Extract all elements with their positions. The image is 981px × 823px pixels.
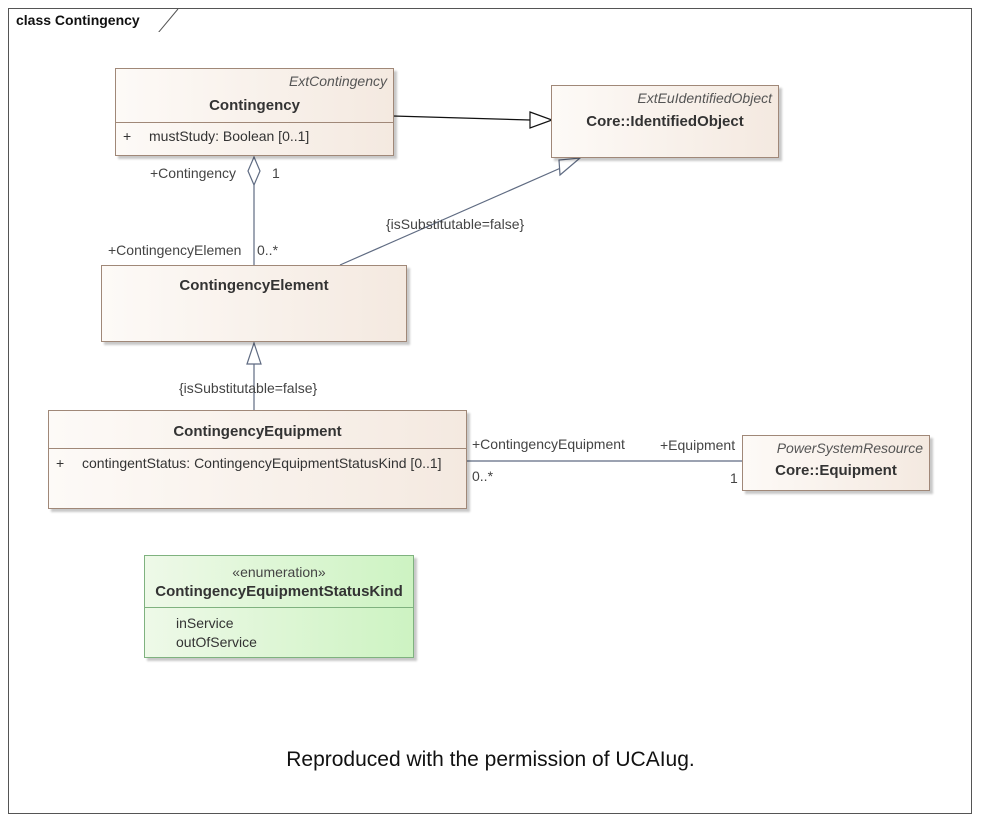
status-kind-literal: outOfService	[176, 634, 257, 650]
enum-contingency-equipment-status-kind[interactable]: «enumeration» ContingencyEquipmentStatus…	[144, 555, 414, 658]
contingency-attribute-visibility: +	[123, 128, 132, 144]
frame-tab	[158, 8, 179, 32]
identified-object-stereotype: ExtEuIdentifiedObject	[637, 90, 772, 106]
status-kind-class-name: ContingencyEquipmentStatusKind	[155, 583, 403, 600]
contingency-equipment-attribute: + contingentStatus: ContingencyEquipmentS…	[56, 455, 442, 471]
status-kind-literal: inService	[176, 615, 234, 631]
equipment-association-end-b-role: +Equipment	[660, 437, 736, 453]
generalization-element-arrowhead	[558, 157, 582, 177]
element-generalization-constraint: {isSubstitutable=false}	[386, 216, 525, 232]
equipment-association-end-a-role: +ContingencyEquipment	[472, 436, 625, 452]
status-kind-divider	[145, 607, 413, 608]
equipment-class-name: Core::Equipment	[775, 462, 897, 479]
class-equipment[interactable]: PowerSystemResource Core::Equipment	[742, 435, 930, 491]
generalization-element-line	[339, 166, 564, 266]
contingency-equipment-attribute-text: contingentStatus: ContingencyEquipmentSt…	[82, 455, 442, 471]
contingency-element-class-name: ContingencyElement	[179, 277, 329, 294]
identified-object-class-name: Core::IdentifiedObject	[586, 113, 744, 130]
contingency-divider	[116, 122, 393, 123]
equipment-association-end-a-multiplicity: 0..*	[472, 468, 494, 484]
contingency-equipment-attribute-visibility: +	[56, 455, 65, 471]
class-contingency[interactable]: ExtContingency Contingency + mustStudy: B…	[115, 68, 394, 156]
contingency-class-name: Contingency	[209, 97, 300, 114]
aggregation-end-b-multiplicity: 0..*	[257, 242, 279, 258]
contingency-stereotype: ExtContingency	[288, 73, 387, 89]
generalization-equipment-arrowhead	[246, 341, 262, 365]
diagram-frame	[8, 8, 972, 814]
status-kind-stereotype: «enumeration»	[232, 564, 326, 580]
aggregation-end-a-role: +Contingency	[150, 165, 237, 181]
frame-title: class Contingency	[16, 12, 140, 28]
permission-caption: Reproduced with the permission of UCAIug…	[286, 748, 695, 771]
equipment-generalization-constraint: {isSubstitutable=false}	[179, 380, 318, 396]
equipment-association-end-b-multiplicity: 1	[730, 470, 738, 486]
contingency-attribute: + mustStudy: Boolean [0..1]	[123, 128, 309, 144]
contingency-equipment-divider	[49, 448, 466, 449]
aggregation-diamond	[247, 155, 261, 187]
contingency-equipment-class-name: ContingencyEquipment	[173, 423, 342, 440]
class-contingency-element[interactable]: ContingencyElement	[101, 265, 407, 342]
generalization-contingency-arrowhead	[529, 111, 554, 129]
contingency-attribute-text: mustStudy: Boolean [0..1]	[149, 128, 310, 144]
generalization-contingency-line	[392, 115, 531, 121]
class-identified-object[interactable]: ExtEuIdentifiedObject Core::IdentifiedOb…	[551, 85, 779, 158]
equipment-stereotype: PowerSystemResource	[776, 440, 923, 456]
class-contingency-equipment[interactable]: ContingencyEquipment + contingentStatus: …	[48, 410, 467, 509]
aggregation-end-a-multiplicity: 1	[272, 165, 280, 181]
aggregation-end-b-role: +ContingencyElemen	[108, 242, 242, 258]
